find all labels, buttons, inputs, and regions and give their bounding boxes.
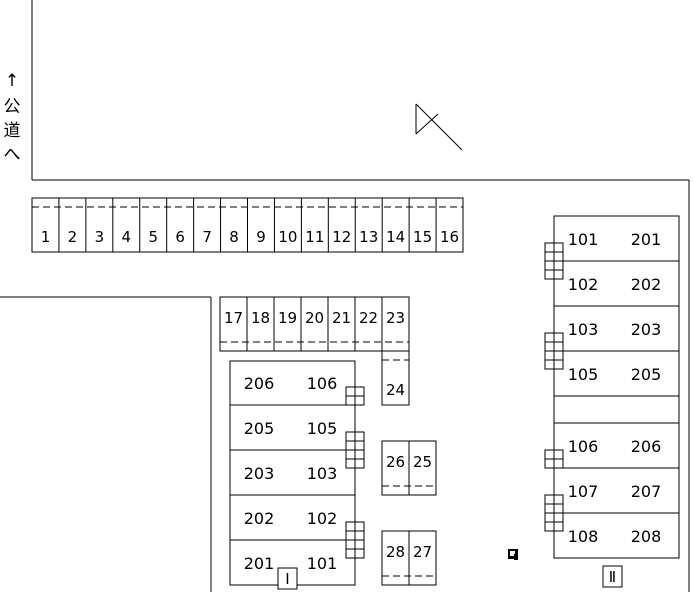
- road-char-1: 公: [4, 97, 21, 117]
- parking-space-13: 13: [359, 228, 378, 246]
- unit-105: 105: [307, 419, 338, 438]
- unit-106: 106: [307, 374, 338, 393]
- unit-103: 103: [568, 320, 599, 339]
- stairs-icon: [345, 521, 365, 559]
- parking-space-10: 10: [278, 228, 297, 246]
- stairs-icon: [544, 242, 564, 280]
- parking-row-middle: 17 18 19 20 21 22 23: [219, 296, 410, 352]
- parking-space-23: 23: [386, 309, 405, 327]
- building-1-label-box: [277, 567, 298, 590]
- parking-space-3: 3: [95, 228, 105, 246]
- parking-space-20: 20: [305, 309, 324, 327]
- stairs-icon: [345, 386, 365, 406]
- building-2-label: Ⅱ: [609, 568, 616, 586]
- building-1-label: I: [285, 570, 289, 588]
- building-2-label-box: [602, 565, 623, 588]
- parking-space-16: 16: [440, 228, 459, 246]
- unit-207: 207: [631, 482, 662, 501]
- parking-space-2: 2: [68, 228, 78, 246]
- unit-206: 206: [244, 374, 275, 393]
- parking-space-9: 9: [256, 228, 266, 246]
- parking-space-11: 11: [305, 228, 324, 246]
- valve-symbol-icon: [415, 103, 463, 151]
- building-2: 101 201 102 202 103 203 105 205 106 206 …: [544, 215, 680, 588]
- unit-108: 108: [568, 527, 599, 546]
- unit-206: 206: [631, 437, 662, 456]
- up-arrow: ↑: [5, 71, 19, 91]
- parking-pair-28-27: 28 27: [381, 530, 437, 586]
- unit-107: 107: [568, 482, 599, 501]
- unit-203: 203: [244, 464, 275, 483]
- parking-space-1: 1: [41, 228, 51, 246]
- parking-space-7: 7: [202, 228, 212, 246]
- unit-102: 102: [307, 509, 338, 528]
- parking-space-28: 28: [386, 543, 405, 561]
- parking-space-24-box: 24: [381, 350, 410, 406]
- unit-101: 101: [307, 554, 338, 573]
- parking-space-25: 25: [413, 453, 432, 471]
- parking-row-top: 1 2 3 4 5 6 7 8 9 10 11 12 13 14 15 16: [31, 197, 464, 253]
- marker-square-icon: [508, 549, 518, 560]
- unit-205: 205: [631, 365, 662, 384]
- parking-space-15: 15: [413, 228, 432, 246]
- stairs-icon: [544, 332, 564, 370]
- unit-203: 203: [631, 320, 662, 339]
- unit-201: 201: [244, 554, 275, 573]
- unit-202: 202: [244, 509, 275, 528]
- road-char-2: 道: [4, 121, 21, 141]
- unit-106: 106: [568, 437, 599, 456]
- road-char-3: へ: [4, 145, 21, 165]
- parking-space-27: 27: [413, 543, 432, 561]
- stairs-icon: [544, 449, 564, 469]
- parking-space-22: 22: [359, 309, 378, 327]
- unit-102: 102: [568, 275, 599, 294]
- parking-space-8: 8: [229, 228, 239, 246]
- parking-space-26: 26: [386, 453, 405, 471]
- building-1: 206 106 205 105 203 103 202 102 201 101: [229, 360, 365, 590]
- parking-space-12: 12: [332, 228, 351, 246]
- parking-space-14: 14: [386, 228, 405, 246]
- parking-pair-26-25: 26 25: [381, 440, 437, 496]
- unit-103: 103: [307, 464, 338, 483]
- parking-space-6: 6: [175, 228, 185, 246]
- road-direction-label: ↑ 公 道 へ: [4, 71, 21, 165]
- unit-105: 105: [568, 365, 599, 384]
- unit-202: 202: [631, 275, 662, 294]
- parking-space-19: 19: [278, 309, 297, 327]
- unit-101: 101: [568, 230, 599, 249]
- stairs-icon: [544, 494, 564, 532]
- parking-space-17: 17: [224, 309, 243, 327]
- parking-space-24: 24: [386, 381, 405, 399]
- parking-space-18: 18: [251, 309, 270, 327]
- stairs-icon: [345, 431, 365, 469]
- unit-201: 201: [631, 230, 662, 249]
- unit-208: 208: [631, 527, 662, 546]
- parking-space-5: 5: [148, 228, 158, 246]
- unit-205: 205: [244, 419, 275, 438]
- parking-space-4: 4: [122, 228, 132, 246]
- parking-space-21: 21: [332, 309, 351, 327]
